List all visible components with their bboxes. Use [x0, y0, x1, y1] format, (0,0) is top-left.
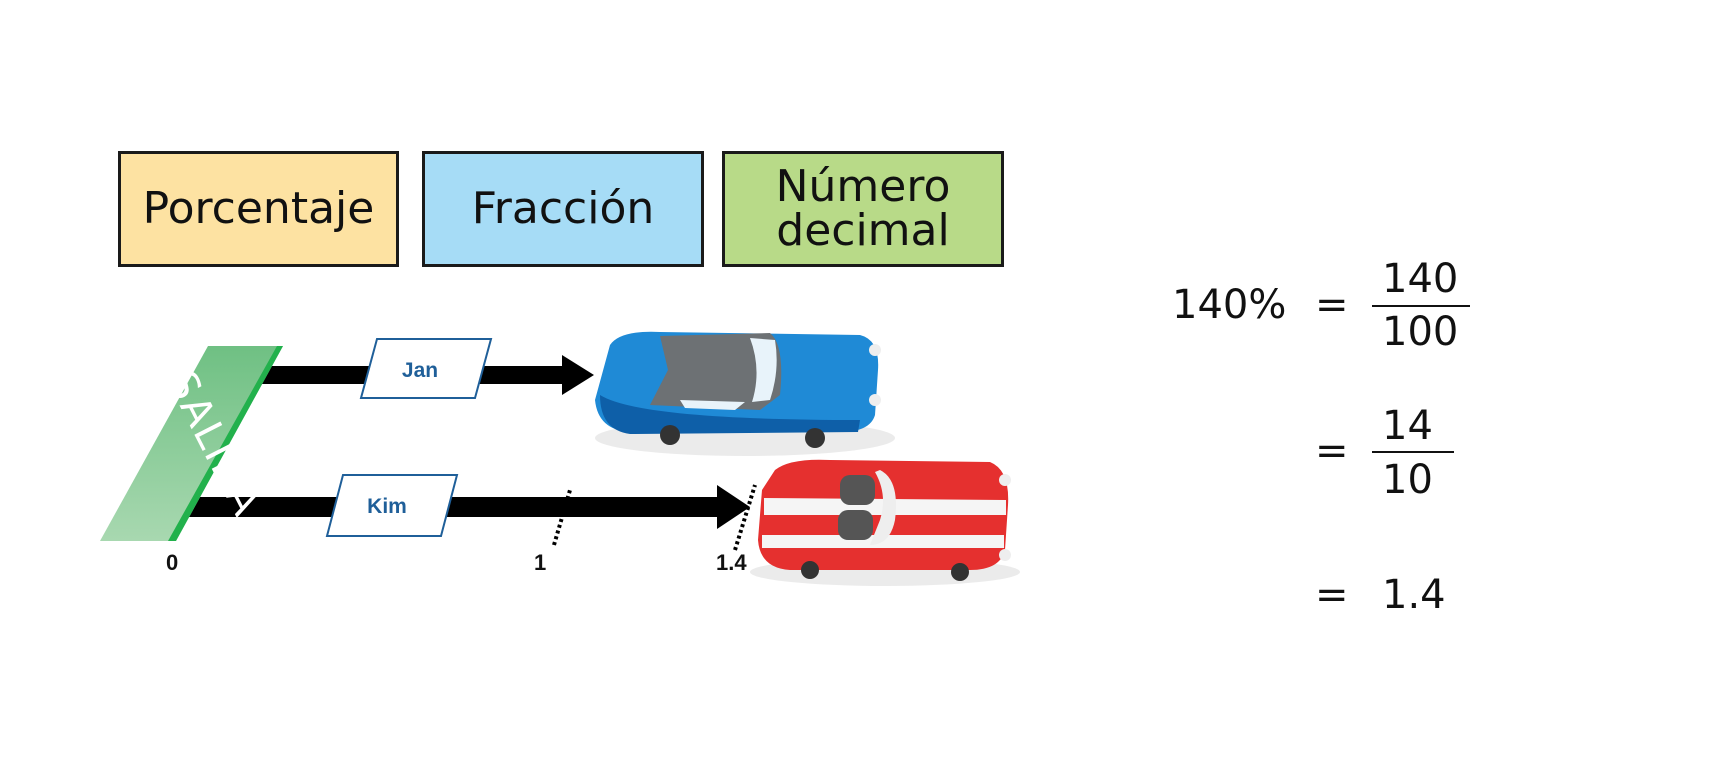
tick-label-1-4: 1.4 [716, 550, 747, 575]
kim-label: Kim [367, 495, 407, 518]
equals-3: = [1315, 572, 1349, 618]
fraction2-denominator: 10 [1382, 457, 1433, 503]
jan-label: Jan [402, 359, 438, 382]
tick-mark-1-4 [733, 484, 757, 551]
fraction1-denominator: 100 [1382, 309, 1459, 355]
fraction1-bar [1372, 305, 1470, 307]
tick-label-0: 0 [166, 550, 179, 575]
decimal-category-label-2: decimal [776, 205, 950, 256]
decimal-value: 1.4 [1382, 572, 1446, 618]
percent-category-box: Porcentaje [118, 151, 399, 267]
percent-category-label: Porcentaje [142, 183, 375, 234]
jan-label-box [359, 338, 493, 399]
equals-2: = [1315, 428, 1349, 474]
decimal-category-box: Número decimal [722, 151, 1004, 267]
percent-value: 140% [1172, 282, 1287, 328]
equals-1: = [1315, 282, 1349, 328]
red-car-icon [750, 459, 1020, 586]
kim-label-box [325, 474, 459, 537]
fraction-category-label: Fracción [471, 183, 655, 234]
blue-car-icon [595, 331, 895, 456]
fraction1-numerator: 140 [1382, 256, 1459, 302]
tick-label-1: 1 [534, 550, 547, 575]
decimal-category-label-1: Número [775, 161, 951, 212]
fraction2-numerator: 14 [1382, 403, 1433, 449]
fraction-category-box: Fracción [422, 151, 704, 267]
fraction2-bar [1372, 451, 1454, 453]
